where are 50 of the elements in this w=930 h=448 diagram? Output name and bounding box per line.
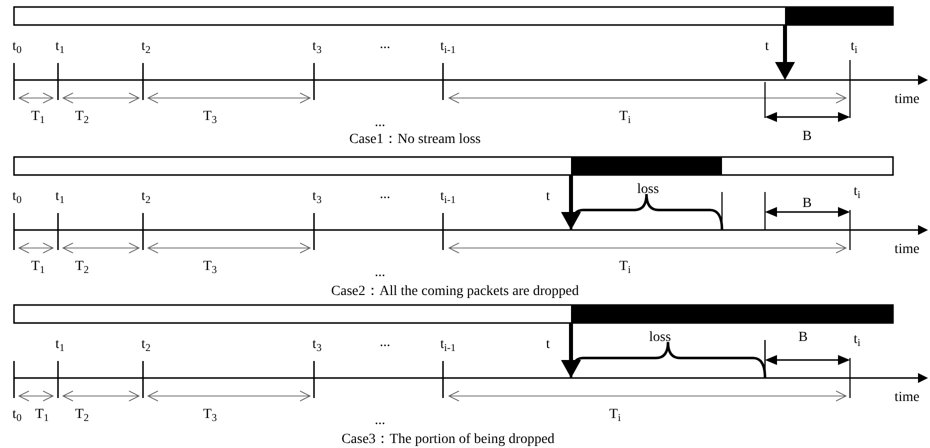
axis-label: t$_{i}$ [854, 185, 860, 199]
axis-label: t$_{1}$ [55, 190, 65, 204]
axis-label: t$_{i-1}$ [440, 338, 456, 352]
case-caption: Case2：All the coming packets are dropped [331, 285, 579, 299]
axis-label: t$_{i}$ [850, 40, 858, 54]
axis-label: t$_{2}$ [141, 190, 151, 204]
axis-label: B [798, 331, 808, 345]
axis-label: t [546, 338, 550, 352]
axis-label: t$_{0}$ [12, 40, 22, 54]
axis-label: B [802, 197, 812, 211]
axis-label: time [894, 93, 920, 107]
axis-label: ... [374, 266, 386, 280]
axis-label: T$_{2}$ [75, 408, 89, 422]
axis-label: t [765, 40, 769, 54]
axis-label: t$_{3}$ [312, 190, 322, 204]
axis-label: T$_{i}$ [609, 408, 621, 422]
axis-label: ... [374, 414, 386, 428]
axis-label: T$_{3}$ [203, 408, 217, 422]
axis-label: T$_{1}$ [35, 408, 49, 422]
axis-label: t [546, 190, 550, 204]
axis-label: T$_{i}$ [619, 110, 631, 124]
axis-label: t$_{3}$ [312, 338, 322, 352]
axis-label: t$_{0}$ [12, 190, 22, 204]
axis-label: T$_{1}$ [31, 260, 45, 274]
axis-label: loss [637, 183, 659, 197]
axis-label: t$_{2}$ [141, 338, 151, 352]
axis-label: Case3：The portion of being dropped [341, 433, 555, 447]
axis-label: B [802, 130, 812, 144]
axis-label: t$_{1}$ [55, 40, 65, 54]
case-caption: Case1：No stream loss [349, 133, 481, 147]
axis-label: loss [649, 331, 671, 345]
axis-label: ... [374, 116, 386, 130]
axis-label: T$_{3}$ [203, 260, 217, 274]
axis-label: ... [380, 38, 390, 52]
axis-label: time [894, 243, 920, 257]
axis-label: ... [380, 188, 390, 202]
axis-label: T$_{2}$ [75, 260, 89, 274]
axis-label: t$_{2}$ [141, 40, 151, 54]
axis-label: t$_{i-1}$ [440, 40, 456, 54]
axis-label: T$_{i}$ [619, 260, 631, 274]
axis-label: ... [380, 336, 390, 350]
axis-label: T$_{1}$ [31, 110, 45, 124]
axis-label: t$_{i-1}$ [440, 190, 456, 204]
axis-label: time [894, 391, 920, 405]
axis-label: t$_{0}$ [12, 408, 22, 422]
axis-label: T$_{2}$ [75, 110, 89, 124]
axis-label: t$_{i}$ [854, 333, 860, 347]
axis-label: t$_{1}$ [55, 338, 65, 352]
axis-label: t$_{3}$ [312, 40, 322, 54]
axis-label: T$_{3}$ [203, 110, 217, 124]
